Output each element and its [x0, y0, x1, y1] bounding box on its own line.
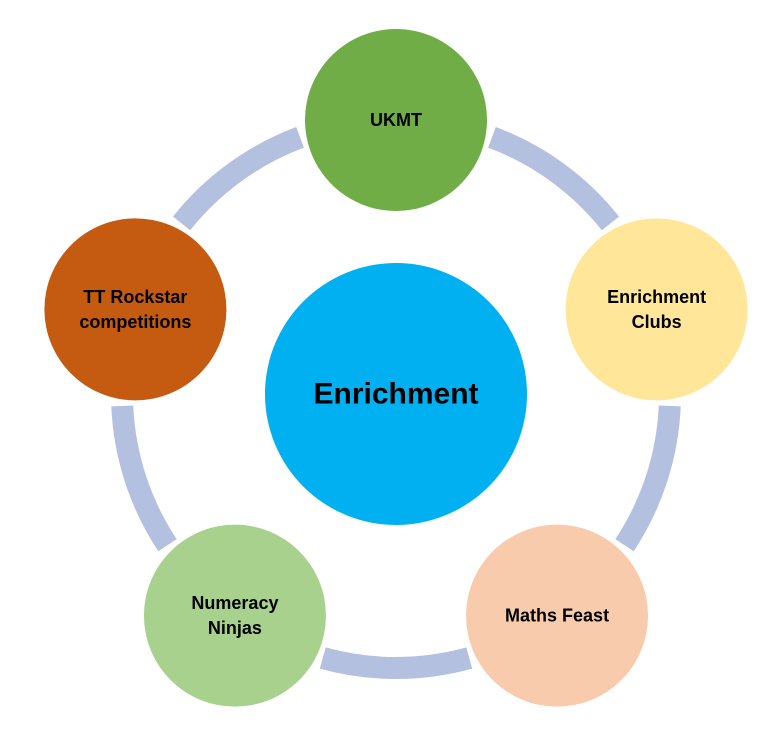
- center-node: Enrichment: [265, 263, 527, 525]
- node-maths-feast: Maths Feast: [466, 524, 649, 707]
- center-label-line: Enrichment: [313, 378, 478, 411]
- node-enrichment-clubs-circle: [565, 218, 748, 401]
- connector-arcs: [111, 127, 681, 679]
- node-maths-feast-label-line: Maths Feast: [505, 606, 609, 626]
- node-tt-rockstar-label: TT Rockstar competitions: [79, 287, 191, 332]
- node-maths-feast-label: Maths Feast: [505, 606, 609, 626]
- node-ukmt-label-line: UKMT: [370, 110, 422, 130]
- node-ukmt-label: UKMT: [370, 110, 422, 130]
- node-tt-rockstar-label-line: TT Rockstar: [83, 287, 187, 307]
- center-label: Enrichment: [313, 378, 478, 411]
- connector-arc: [615, 405, 681, 552]
- node-tt-rockstar-circle: [44, 218, 227, 401]
- center-circle: [265, 263, 527, 525]
- node-ukmt-circle: [305, 29, 487, 211]
- connector-arc: [487, 127, 620, 231]
- node-tt-rockstar-label-line: competitions: [79, 312, 191, 332]
- node-enrichment-clubs-label-line: Enrichment: [607, 287, 706, 307]
- node-tt-rockstar: TT Rockstar competitions: [44, 218, 227, 401]
- node-numeracy-ninjas-circle: [143, 524, 326, 707]
- connector-arc: [172, 127, 305, 231]
- node-enrichment-clubs-label-line: Clubs: [632, 312, 682, 332]
- node-ukmt: UKMT: [305, 29, 487, 211]
- connector-arc: [319, 647, 473, 679]
- node-numeracy-ninjas-label-line: Numeracy: [191, 593, 278, 613]
- connector-arc: [111, 405, 177, 552]
- node-maths-feast-circle: [466, 524, 649, 707]
- node-numeracy-ninjas-label-line: Ninjas: [208, 618, 262, 638]
